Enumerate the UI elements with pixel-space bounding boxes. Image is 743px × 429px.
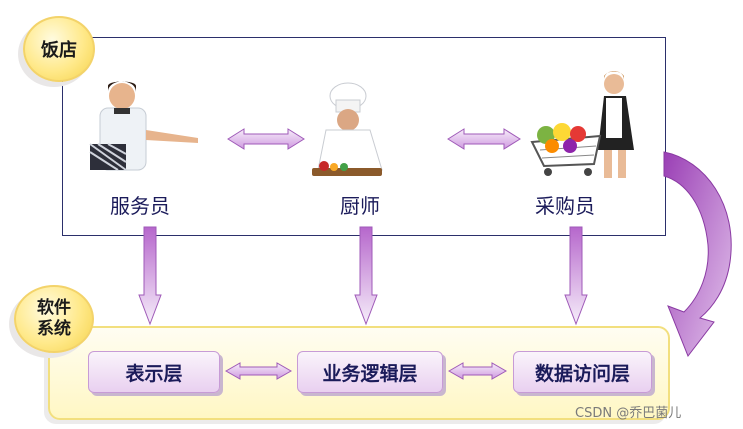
data-access-layer-text: 数据访问层	[534, 362, 630, 385]
curved-arrow	[663, 151, 732, 358]
business-logic-layer-box: 业务逻辑层	[297, 351, 443, 393]
restaurant-label-text: 饭店	[41, 40, 77, 61]
data-access-layer-box: 数据访问层	[513, 351, 652, 393]
waiter-chef-double-arrow	[227, 128, 305, 150]
buyer-figure	[530, 71, 634, 178]
software-system-label: 软件 系统	[14, 285, 94, 353]
presentation-layer-text: 表示层	[125, 362, 183, 385]
restaurant-label: 饭店	[23, 16, 95, 82]
waiter-down-arrow	[138, 226, 162, 326]
software-label-line1: 软件	[37, 298, 71, 318]
business-data-double-arrow	[447, 362, 508, 380]
business-logic-layer-text: 业务逻辑层	[322, 362, 418, 385]
buyer-down-arrow	[564, 226, 588, 326]
chef-label: 厨师	[340, 194, 380, 218]
software-system-label-text: 软件 系统	[37, 298, 71, 340]
waiter-label: 服务员	[110, 194, 170, 218]
presentation-business-double-arrow	[224, 362, 293, 380]
chef-buyer-double-arrow	[447, 128, 521, 150]
waiter-figure	[89, 81, 198, 171]
buyer-label: 采购员	[535, 194, 595, 218]
presentation-layer-box: 表示层	[88, 351, 220, 393]
chef-figure	[312, 82, 383, 176]
chef-down-arrow	[354, 226, 378, 326]
software-label-line2: 系统	[37, 319, 71, 339]
watermark: CSDN @乔巴菌儿	[575, 406, 682, 421]
